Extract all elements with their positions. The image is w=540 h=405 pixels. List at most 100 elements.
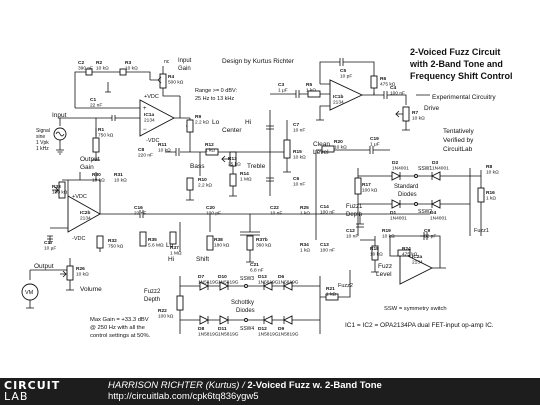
input-gain-label-1: Input [178, 58, 192, 64]
ssw1-switch-icon [414, 174, 418, 178]
component-value-c4: 100 nF [390, 91, 405, 97]
treble-label: Treble [247, 163, 266, 170]
shift-network [179, 214, 260, 263]
component-ref-r34: R34 [300, 242, 309, 248]
component-ref-c12: C12 [346, 228, 355, 234]
component-value-c3: 1 µF [278, 88, 288, 94]
component-ref-c7: C7 [293, 122, 299, 128]
component-ref-r16: R16 [486, 190, 495, 196]
signal-label-2: sine [36, 134, 45, 140]
tentative-note-3: CircuitLab [443, 146, 473, 153]
component-value-ic2a: 2134 [412, 260, 423, 266]
footer-author: HARRISON RICHTER (Kurtus) [108, 380, 240, 391]
fuzz1-depth-label-1: Fuzz1 [346, 204, 363, 210]
drive-label: Drive [424, 105, 440, 112]
clean-level-label-2: Level [313, 149, 329, 156]
component-value-d9: 1N5819G [278, 332, 299, 338]
component-value-c17: 10 µF [44, 246, 56, 252]
component-ref-r31: R31 [114, 172, 123, 178]
opamp-ic1a [139, 99, 175, 137]
component-ref-r10: R10 [198, 177, 207, 183]
center-label: Center [222, 127, 242, 134]
fuzz2-depth-label-1: Fuzz2 [144, 289, 161, 295]
component-value-c6: 10 nF [293, 182, 305, 188]
footer-credit: HARRISON RICHTER (Kurtus) / 2-Voiced Fuz… [108, 380, 382, 391]
component-value-c8: 220 nF [138, 153, 153, 159]
ssw3-switch-icon [244, 284, 248, 288]
component-ref-c5: C5 [340, 68, 346, 74]
diode-d13-icon [262, 281, 273, 291]
diode-d1-icon [391, 199, 402, 209]
component-value-d7: 1N5819G [198, 280, 219, 286]
component-value-r37: 1 MΩ [170, 251, 182, 257]
fuzz-level-stage [356, 214, 446, 285]
component-ref-ic2a: IC2a [412, 254, 422, 260]
component-value-d2: 1N4001 [392, 166, 409, 172]
component-value-r20: 10 kΩ [334, 145, 347, 151]
component-ref-d2: D2 [392, 160, 398, 166]
component-ref-c22: C22 [270, 205, 279, 211]
footer-url[interactable]: http://circuitlab.com/cpk6tq836ygw5 [108, 391, 259, 402]
component-value-c2: 390 nF [78, 66, 93, 72]
diode-d7-icon [199, 281, 210, 291]
component-ref-r22: R22 [158, 308, 167, 314]
diode-d11-icon [219, 315, 230, 325]
output-label: Output [34, 263, 54, 270]
component-value-c22: 10 nF [270, 211, 282, 217]
vdc-pos-label-2: +VDC [72, 194, 87, 200]
diode-d8-icon [199, 315, 210, 325]
title-line-1: 2-Voiced Fuzz Circuit [410, 47, 500, 57]
component-value-ic2b: 2134 [80, 216, 91, 222]
component-value-d12: 1N5819G [258, 332, 279, 338]
tentative-note-2: Verified by [443, 137, 474, 144]
component-ref-r37: R37 [170, 245, 179, 251]
fuzz-level-label-1: Fuzz [378, 263, 392, 270]
component-ref-r33: R33 [52, 184, 61, 190]
component-value-r11: 10 kΩ [158, 148, 171, 154]
component-ref-r2: R2 [96, 60, 102, 66]
footer-separator: / [239, 380, 248, 391]
component-value-r2: 10 kΩ [96, 66, 109, 72]
diode-d4-icon [430, 199, 441, 209]
component-value-r10: 2.2 kΩ [198, 183, 212, 189]
bass-label: Bass [190, 163, 205, 170]
component-value-c12: 10 nF [346, 234, 358, 240]
vdc-neg-label-1: -VDC [146, 138, 159, 144]
vm-label: VM [25, 290, 34, 296]
component-ref-ic1a: IC1a [144, 112, 154, 118]
component-ref-r4: R4 [168, 74, 174, 80]
output-gain-stage [47, 172, 430, 252]
component-value-r35: 5.6 MΩ [148, 243, 164, 249]
lo-label: Lo [212, 119, 220, 126]
component-value-d11: 1N5819G [218, 332, 239, 338]
component-ref-c21: C21 [250, 262, 259, 268]
component-value-r16: 1 kΩ [486, 196, 496, 202]
diode-d3-icon [430, 171, 441, 181]
component-ref-r14: R14 [240, 171, 249, 177]
diode-d2-icon [391, 171, 402, 181]
component-ref-r30: R30 [92, 172, 101, 178]
component-value-c13: 100 nF [320, 248, 335, 254]
component-value-c14: 100 nF [320, 210, 335, 216]
standard-diodes-label-1: Standard [394, 184, 418, 190]
component-ref-d4: D4 [430, 210, 436, 216]
svg-text:−: − [143, 127, 147, 133]
component-ref-c1: C1 [90, 97, 96, 103]
component-value-r17: 100 kΩ [362, 188, 378, 194]
component-value-r38: 180 kΩ [214, 243, 230, 249]
max-gain-note-3: control settings at 50%. [90, 333, 151, 339]
component-value-c1: 22 nF [90, 103, 102, 109]
component-ref-c3: C3 [278, 82, 284, 88]
component-ref-r5: R5 [306, 82, 312, 88]
component-ref-r6: R6 [380, 76, 386, 82]
component-ref-r12: R12 [205, 142, 214, 148]
component-value-r31: 10 kΩ [114, 178, 127, 184]
component-value-r8: 10 kΩ [486, 170, 499, 176]
output-gain-label-2: Gain [80, 164, 94, 171]
component-ref-c2: C2 [78, 60, 84, 66]
component-ref-d10: D10 [218, 274, 227, 280]
schottky-label-2: Diodes [236, 308, 255, 314]
component-value-r9: 2.2 kΩ [195, 120, 209, 126]
hi-2-label: Hi [168, 256, 174, 263]
